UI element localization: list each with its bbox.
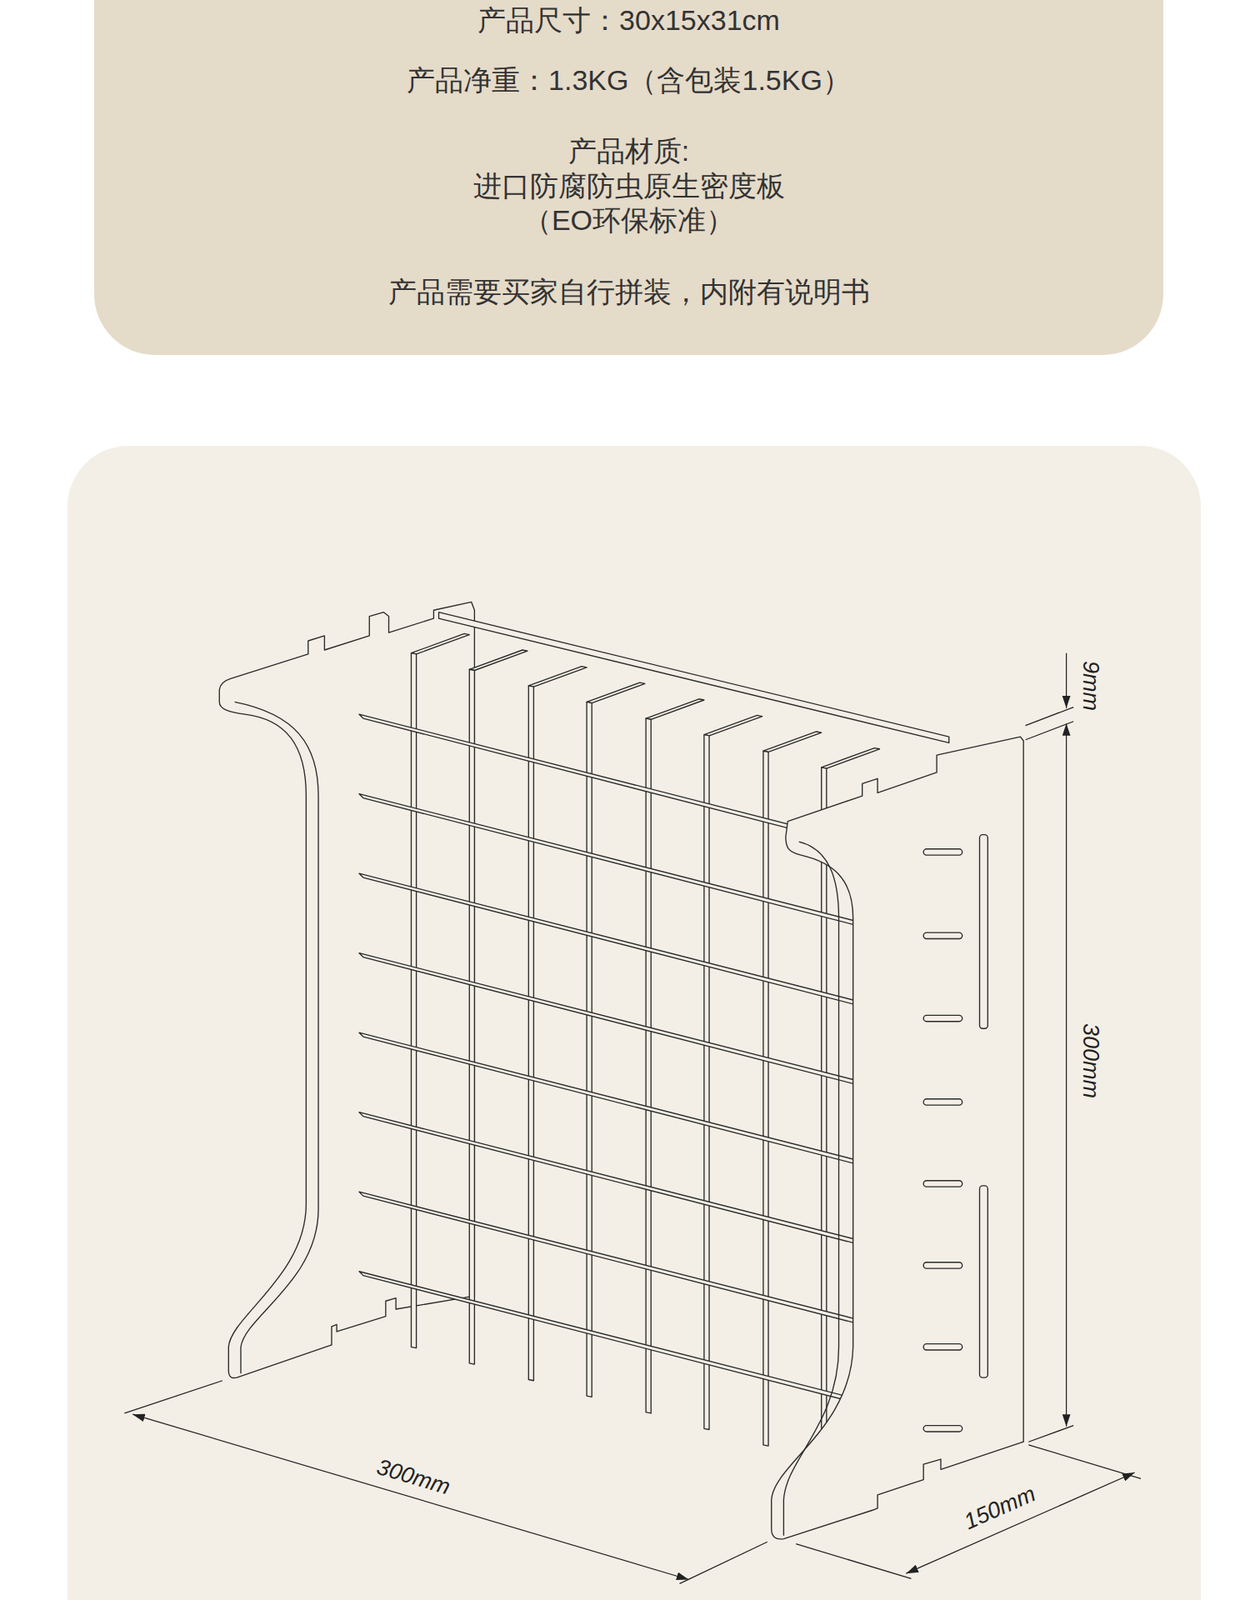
- panel-slots: [923, 835, 988, 1432]
- spec-text: 产品净重：1.3KG（含包装1.5KG）: [94, 63, 1164, 98]
- right-end-panel: [771, 736, 1024, 1540]
- spec-text: 产品尺寸：30x15x31cm: [94, 3, 1164, 38]
- back-rail: [439, 612, 950, 744]
- info-panel: 产品尺寸：30x15x31cm 产品净重：1.3KG（含包装1.5KG） 产品材质:…: [94, 0, 1164, 355]
- dimension-label: 9mm: [1077, 658, 1103, 714]
- shelf-rods: [359, 714, 858, 1404]
- spec-text: 产品需要买家自行拼装，内附有说明书: [94, 275, 1164, 310]
- dimension-label: 300mm: [371, 1454, 456, 1501]
- rack-drawing: [124, 601, 1141, 1584]
- left-end-panel: [219, 601, 475, 1378]
- spec-text: 进口防腐防虫原生密度板: [94, 169, 1164, 204]
- dimension-label: 300mm: [1077, 1020, 1103, 1101]
- spec-text: 产品材质:: [94, 134, 1164, 169]
- drawing-panel: [67, 445, 1201, 1600]
- right-panel-edge: [783, 841, 839, 1536]
- dimension-label: 150mm: [958, 1480, 1042, 1536]
- dimension-lines: [124, 653, 1141, 1585]
- left-panel-edge: [235, 701, 319, 1374]
- spec-text: （EO环保标准）: [94, 203, 1164, 238]
- dividers: [410, 633, 880, 1462]
